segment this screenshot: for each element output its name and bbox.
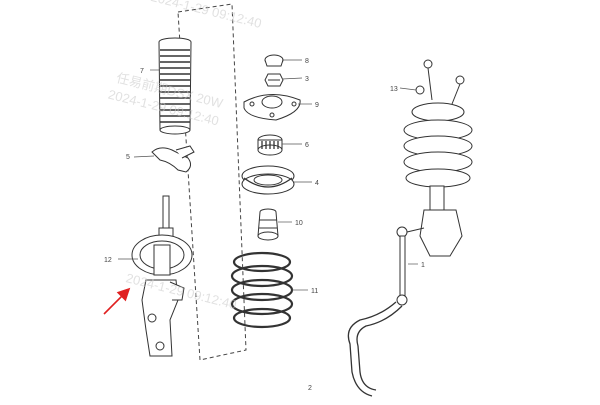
strut-bearing-part <box>257 134 283 156</box>
watermark-bottom: 2024-1-29 09:12:40 <box>124 270 238 312</box>
red-pointer-arrow <box>103 287 131 315</box>
callout-8: 8 <box>305 58 309 65</box>
stabilizer-link-part <box>396 226 425 306</box>
watermark-strip-top: 2024-1-29 09:12:40 <box>149 0 263 31</box>
top-mount-part <box>243 94 301 121</box>
upper-spring-seat-part <box>241 165 295 195</box>
bump-stop-part <box>257 208 279 241</box>
callout-10: 10 <box>295 220 303 227</box>
mount-cap-part <box>264 54 284 67</box>
callout-11: 11 <box>311 288 318 295</box>
dust-boot-part <box>158 37 192 135</box>
callout-7: 7 <box>140 68 144 75</box>
strut-body-part <box>131 195 193 357</box>
assembled-strut-part <box>403 59 473 257</box>
coil-spring-part <box>230 251 294 329</box>
watermark-line-3: 2024-1-29 09:12:40 <box>149 0 263 31</box>
assembly-boundary-line <box>177 3 247 361</box>
callout-6: 6 <box>305 142 309 149</box>
top-nut-part <box>264 73 284 87</box>
callout-2: 2 <box>308 385 312 392</box>
callout-12: 12 <box>104 257 112 264</box>
watermark-line-4: 2024-1-29 09:12:40 <box>124 270 238 312</box>
callout-1: 1 <box>421 262 425 269</box>
spring-seat-clip-part <box>151 145 195 173</box>
leader-lines <box>118 59 418 291</box>
callout-9: 9 <box>315 102 319 109</box>
stabilizer-bar-part <box>347 301 403 397</box>
callout-4: 4 <box>315 180 319 187</box>
callout-13: 13 <box>390 86 398 93</box>
callout-5: 5 <box>126 154 130 161</box>
callout-3: 3 <box>305 76 309 83</box>
